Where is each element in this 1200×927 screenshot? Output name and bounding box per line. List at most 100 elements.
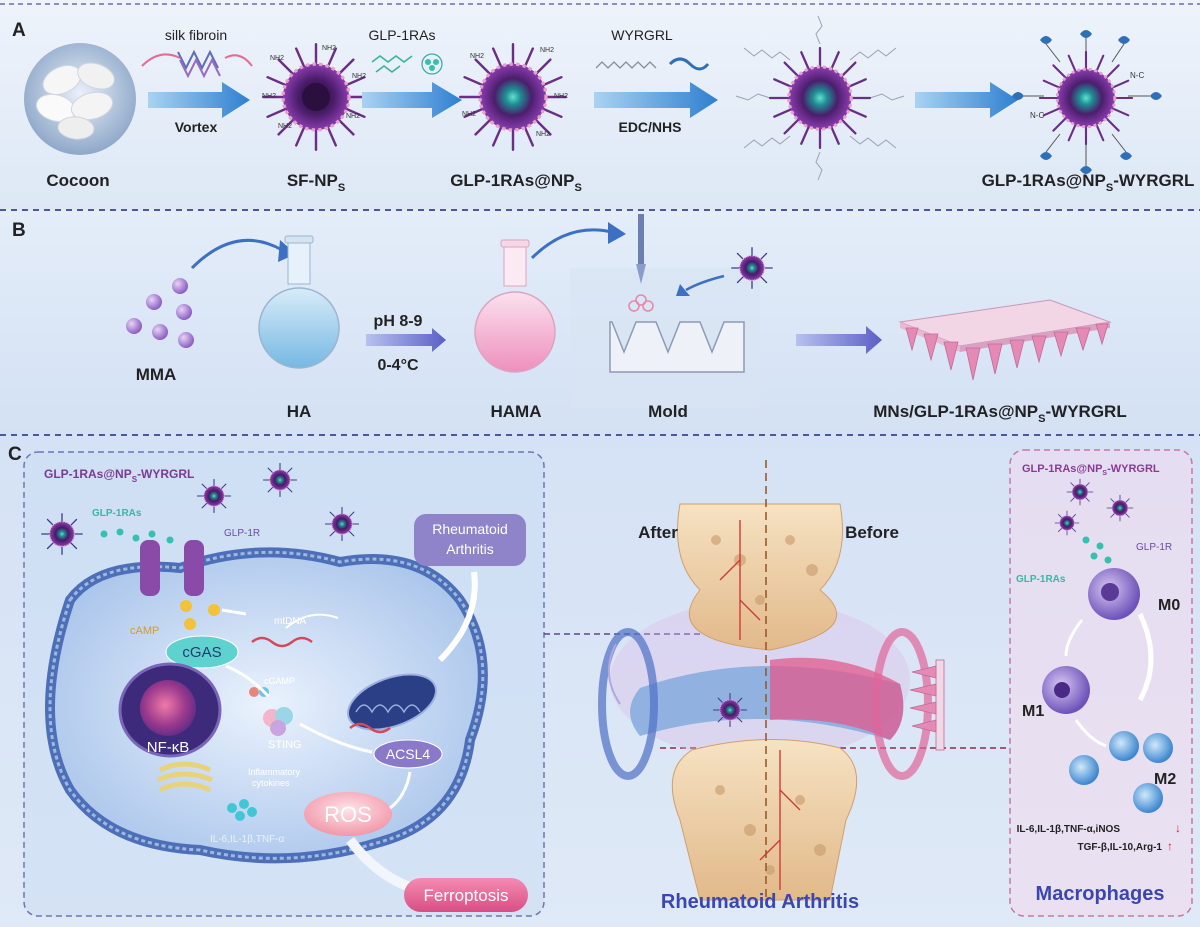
cocoon-label: Cocoon xyxy=(46,171,109,190)
mma-curved-arrow xyxy=(190,238,283,270)
temp-label: 0-4°C xyxy=(377,357,419,374)
wyrgrl-top-label: WYRGRL xyxy=(611,27,673,43)
cocoon-illustration xyxy=(24,43,136,155)
arrow-a1 xyxy=(148,82,250,118)
svg-text:NH2: NH2 xyxy=(540,47,554,54)
panel-a-letter: A xyxy=(12,20,26,41)
mitochondria xyxy=(347,673,437,731)
left-np-label: GLP-1RAs@NPS-WYRGRL xyxy=(44,467,194,484)
up-arrow-icon: ↑ xyxy=(1167,839,1173,853)
glp1r-label: GLP-1R xyxy=(224,528,260,539)
glp-np-label: GLP-1RAs@NPS xyxy=(450,171,582,194)
right-glp1ras-dots xyxy=(1082,536,1112,564)
final-np-label: GLP-1RAs@NPS-WYRGRL xyxy=(982,171,1195,194)
cytokine-dots xyxy=(227,799,257,821)
sting-protein xyxy=(263,707,293,736)
arrow-a4 xyxy=(915,82,1018,118)
after-label: After xyxy=(638,523,678,542)
svg-text:NH2: NH2 xyxy=(554,93,568,100)
ra-trigger-line1: Rheumatoid xyxy=(432,521,508,537)
joint-illustration xyxy=(598,460,945,901)
edc-nhs-label: EDC/NHS xyxy=(618,119,681,135)
m0-label: M0 xyxy=(1158,597,1180,614)
arrow-b1 xyxy=(366,328,446,352)
lower-bone xyxy=(671,738,858,901)
np-icon xyxy=(262,462,298,498)
svg-text:N-C: N-C xyxy=(1030,111,1044,120)
sf-np-particle: NH2 NH2 NH2 NH2 NH2 NH2 xyxy=(261,42,371,152)
mtdna-label: mtDNA xyxy=(274,616,307,627)
ha-flask-icon xyxy=(258,235,340,369)
ros-node xyxy=(304,792,392,836)
mold-label: Mold xyxy=(648,402,688,421)
svg-text:NH2: NH2 xyxy=(262,93,276,100)
np-icon xyxy=(1066,478,1094,506)
m1-label: M1 xyxy=(1022,703,1044,720)
svg-text:NH2: NH2 xyxy=(278,123,292,130)
microneedle-patch xyxy=(898,299,1112,381)
glp1ras-molecule-icon xyxy=(371,53,443,75)
silk-fibroin-structure-icon xyxy=(141,49,253,79)
panel-b-letter: B xyxy=(12,220,26,241)
svg-text:N-C: N-C xyxy=(1130,71,1144,80)
svg-text:NH2: NH2 xyxy=(352,73,366,80)
final-np-particle: N-C N-C xyxy=(1012,30,1162,174)
svg-text:NH2: NH2 xyxy=(322,45,336,52)
ha-label: HA xyxy=(287,402,312,421)
panel-b: B MMA HA pH 8-9 0-4°C HAMA xyxy=(12,214,1127,425)
arrow-b2 xyxy=(796,326,882,354)
ros-label: ROS xyxy=(324,802,372,827)
glp1ras-dots xyxy=(100,528,174,544)
ra-title: Rheumatoid Arthritis xyxy=(661,891,859,913)
up-regulated-label: TGF-β,IL-10,Arg-1 xyxy=(1078,842,1163,853)
glp1r-receptor xyxy=(140,540,204,596)
right-np-label: GLP-1RAs@NPS-WYRGRL xyxy=(1022,463,1160,477)
ferroptosis-box xyxy=(404,878,528,912)
mold-illustration xyxy=(570,214,773,408)
arrow-a2 xyxy=(362,82,462,118)
camp-label: cAMP xyxy=(130,625,159,637)
mtdna-strand xyxy=(251,636,313,648)
macrophage-box: GLP-1RAs@NPS-WYRGRL GLP-1RAs GLP-1R M0 M… xyxy=(1009,449,1193,917)
svg-text:NH2: NH2 xyxy=(536,131,550,138)
svg-text:NH2: NH2 xyxy=(462,111,476,118)
acsl4-label: ACSL4 xyxy=(386,746,431,762)
m2-label: M2 xyxy=(1154,771,1176,788)
svg-text:NH2: NH2 xyxy=(270,55,284,62)
cgas-node xyxy=(165,635,239,669)
before-label: Before xyxy=(845,523,899,542)
microneedle-side xyxy=(909,659,945,751)
wyrgrl-peptide-icon xyxy=(595,57,710,71)
cell-mechanism-box: GLP-1RAs@NPS-WYRGRL GLP-1RAs GLP-1R cAMP xyxy=(23,451,545,917)
cytokines-list: IL-6,IL-1β,TNF-α xyxy=(210,834,285,845)
hama-label: HAMA xyxy=(491,402,542,421)
pathway-arrows xyxy=(221,608,412,810)
ph-label: pH 8-9 xyxy=(374,313,423,330)
svg-text:NH2: NH2 xyxy=(470,53,484,60)
down-arrow-icon: ↓ xyxy=(1175,821,1181,835)
svg-text:NH2: NH2 xyxy=(346,113,360,120)
sting-label: STING xyxy=(268,739,302,751)
down-regulated-label: IL-6,IL-1β,TNF-α,iNOS xyxy=(1017,824,1121,835)
glp1ras-label: GLP-1RAs xyxy=(92,508,142,519)
m2-cells xyxy=(1069,731,1173,813)
inflammatory-label: Inflammatory xyxy=(248,767,301,777)
np-icon xyxy=(324,506,360,542)
cgas-label: cGAS xyxy=(182,644,221,661)
silk-fibroin-label: silk fibroin xyxy=(165,27,227,43)
panel-c-letter: C xyxy=(8,444,22,465)
np-icon xyxy=(1054,510,1080,536)
golgi-apparatus xyxy=(156,761,213,793)
mma-label: MMA xyxy=(136,365,177,384)
np-icon xyxy=(196,478,232,514)
hama-curved-arrow xyxy=(530,228,613,260)
vortex-label: Vortex xyxy=(175,119,218,135)
right-glp1ras-label: GLP-1RAs xyxy=(1016,574,1066,585)
acsl4-node xyxy=(373,739,443,769)
ra-trigger-box xyxy=(414,514,526,566)
nfkb-label: NF-κB xyxy=(147,739,190,756)
ra-trigger-line2: Arthritis xyxy=(446,541,493,557)
mma-molecules xyxy=(126,278,194,348)
ferroptosis-label: Ferroptosis xyxy=(423,886,508,905)
